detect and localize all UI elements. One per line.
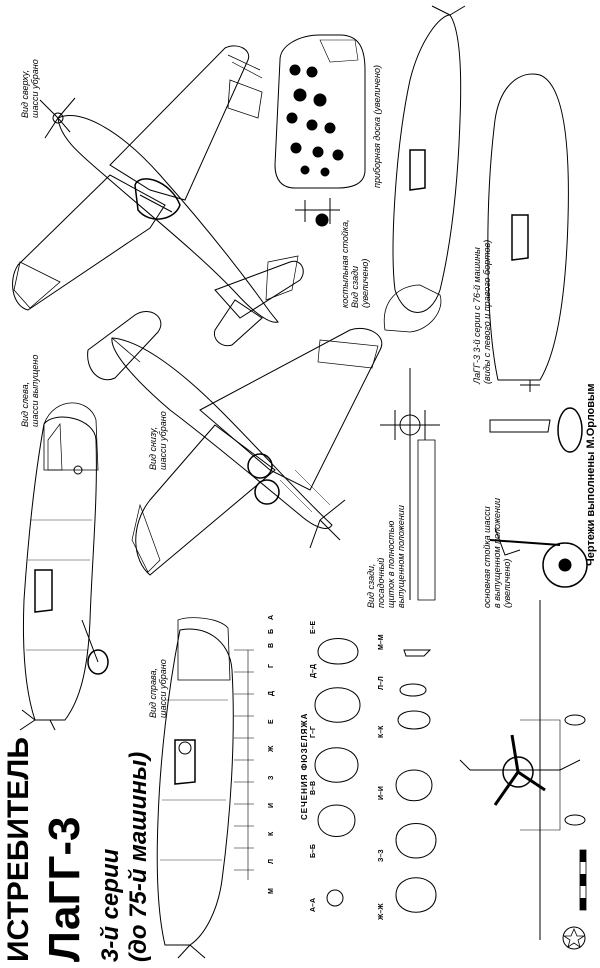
caption-instrument-panel: приборная доска (увеличено) <box>372 65 382 188</box>
left-view-drawing <box>20 403 108 730</box>
caption-tailwheel: костыльная стойка, Вид сзади (увеличено) <box>340 219 370 308</box>
caption-left-view: Вид слева, шасси выпущено <box>20 354 40 427</box>
station-lines <box>234 650 254 880</box>
section-label: К–К <box>378 725 385 738</box>
caption-bottom-view: Вид снизу, шасси убрано <box>148 411 168 470</box>
caption-top-view: Вид сверху, шасси убрано <box>20 59 40 118</box>
caption-rear-view: Вид сзади, посадочный щиток в полностью … <box>366 505 406 608</box>
rear-view-drawing <box>380 368 440 600</box>
station-label: М <box>268 888 275 894</box>
subtitle-line1: 3-й серии <box>97 848 124 962</box>
title-line2: ЛаГГ-3 <box>40 816 89 962</box>
subtitle-line2: (до 75-й машины) <box>125 751 152 962</box>
station-label: В <box>268 642 275 648</box>
caption-series76: ЛаГГ-3 3-й серии с 76-й машины (виды с л… <box>472 239 492 384</box>
station-label: Г <box>268 664 275 668</box>
section-label: А–А <box>310 897 317 912</box>
station-label: И <box>268 802 275 808</box>
station-label: Е <box>268 719 275 724</box>
section-label: Г–Г <box>310 726 317 738</box>
scale-bar <box>580 850 586 910</box>
top-view-drawing <box>13 46 304 346</box>
instrument-panel-drawing <box>275 35 365 188</box>
station-label: З <box>268 775 275 780</box>
station-label: Л <box>268 859 275 864</box>
station-label: А <box>268 614 275 620</box>
station-label: К <box>268 831 275 836</box>
tailwheel-drawing <box>295 198 340 226</box>
section-label: Б–Б <box>310 844 317 858</box>
section-label: Е–Е <box>310 620 317 634</box>
section-label: И–И <box>378 786 385 800</box>
caption-right-view: Вид справа, шасси убрано <box>148 659 168 718</box>
title-line1: ИСТРЕБИТЕЛЬ <box>2 737 35 962</box>
station-label: Д <box>268 691 275 696</box>
bottom-view-drawing <box>88 311 382 575</box>
right-view-drawing <box>157 618 233 958</box>
section-label: Ж–Ж <box>378 903 385 920</box>
series76-drawing <box>384 6 568 392</box>
section-label: В–В <box>310 780 317 795</box>
section-label: Л–Л <box>378 676 385 690</box>
station-label: Б <box>268 628 275 634</box>
sections-title: СЕЧЕНИЯ ФЮЗЕЛЯЖА <box>300 712 309 820</box>
caption-main-gear: основная стойка шасси в выпущенном полож… <box>482 497 512 608</box>
section-label: Д–Д <box>310 664 317 678</box>
star-emblem <box>563 927 585 949</box>
credit: Чертежи выполнены М.Орловым <box>585 383 597 566</box>
station-label: Ж <box>268 745 275 752</box>
section-label: М–М <box>378 634 385 650</box>
section-label: З–З <box>378 849 385 862</box>
front-view-drawing <box>460 600 585 940</box>
main-gear-drawing <box>490 408 587 587</box>
fuselage-sections <box>315 639 436 913</box>
